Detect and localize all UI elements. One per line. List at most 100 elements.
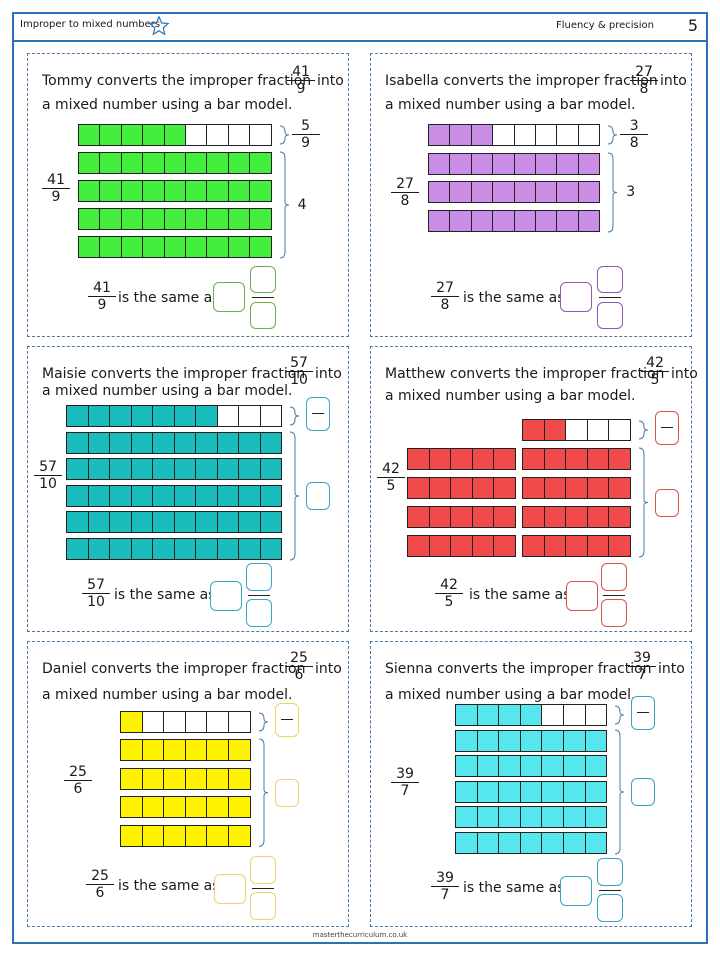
whole-count-answer-box[interactable] <box>306 481 330 510</box>
whole-bar <box>522 506 631 528</box>
bar-cell <box>522 448 545 470</box>
bar-cell <box>249 236 272 258</box>
bar-cell <box>184 124 208 146</box>
bar-cell <box>238 484 261 507</box>
bar-cell <box>450 448 473 470</box>
whole-number-answer-box[interactable] <box>213 282 245 312</box>
bar-cell <box>543 535 567 557</box>
whole-number-answer-box[interactable] <box>560 282 592 312</box>
bar-total-fraction-denominator: 5 <box>377 477 405 494</box>
question-fraction-denominator: 5 <box>641 371 669 388</box>
whole-count-answer-box[interactable] <box>274 779 299 807</box>
bar-cell <box>195 431 218 454</box>
bar-cell <box>130 537 153 560</box>
denominator-answer-box[interactable] <box>246 599 272 627</box>
bar-cell <box>541 729 564 752</box>
converts-text: converts the improper fraction <box>437 661 652 677</box>
bar-cell <box>449 124 472 146</box>
numerator-answer-box[interactable] <box>250 856 276 884</box>
bar-cell <box>428 209 451 232</box>
whole-number-answer-box[interactable] <box>214 874 246 904</box>
bar-cell <box>206 739 229 762</box>
bar-cell <box>565 535 588 557</box>
whole-count-answer-box[interactable] <box>655 488 679 517</box>
bar-cell <box>216 431 239 454</box>
whole-number-answer-box[interactable] <box>560 876 592 906</box>
whole-number-answer-box[interactable] <box>210 581 242 611</box>
bar-cell <box>238 458 261 480</box>
denominator-answer-box[interactable] <box>597 302 623 329</box>
part-fraction-answer-box[interactable] <box>631 696 656 730</box>
denominator-answer-box[interactable] <box>597 894 623 922</box>
denominator-answer-box[interactable] <box>601 599 627 627</box>
bar-cell <box>519 831 543 854</box>
whole-brace <box>289 431 300 560</box>
bar-cell <box>173 431 196 454</box>
bar-cell <box>173 484 196 507</box>
whole-bar <box>78 180 272 202</box>
bar-cell <box>152 511 175 533</box>
answer-fraction-numerator: 57 <box>87 577 105 593</box>
denominator-answer-box[interactable] <box>250 892 276 920</box>
bar-cell <box>541 755 564 777</box>
bar-cell <box>522 535 545 557</box>
bar-cell <box>541 806 564 828</box>
whole-count-answer-box[interactable] <box>631 777 656 806</box>
bar-cell <box>66 537 89 560</box>
bar-cell <box>206 711 229 733</box>
bar-cell <box>534 152 558 175</box>
worksheet-subtitle: Fluency & precision <box>555 20 654 31</box>
answer-fraction-numerator: 39 <box>436 870 454 886</box>
part-brace <box>258 712 268 732</box>
bar-cell <box>562 831 586 854</box>
bar-cell <box>498 780 521 803</box>
whole-number-answer-box[interactable] <box>566 581 598 611</box>
bar-cell <box>120 824 143 847</box>
bar-cell <box>493 477 516 499</box>
bar-cell <box>87 484 110 507</box>
bar-cell <box>259 405 282 427</box>
part-fraction-answer-box[interactable] <box>274 703 299 737</box>
numerator-answer-box[interactable] <box>597 266 623 293</box>
numerator-answer-box[interactable] <box>597 858 623 886</box>
bar-cell <box>216 484 239 507</box>
bar-cell <box>142 208 165 230</box>
whole-bar <box>120 767 251 790</box>
bar-cell <box>584 780 608 803</box>
bar-cell <box>216 511 239 533</box>
bar-cell <box>562 729 586 752</box>
bar-cell <box>586 477 610 499</box>
whole-bar <box>66 484 282 507</box>
numerator-answer-box[interactable] <box>246 563 272 591</box>
bar-cell <box>492 209 515 232</box>
bar-cell <box>541 704 564 726</box>
answer-fraction-line <box>599 297 621 298</box>
whole-bar <box>428 181 601 203</box>
part-fraction-answer-box[interactable] <box>655 411 679 445</box>
question-line-2: a mixed number using a bar model. <box>42 687 293 703</box>
part-fraction-answer-box[interactable] <box>306 397 330 431</box>
bar-cell <box>109 405 132 427</box>
whole-bar <box>428 209 601 232</box>
bar-cell <box>120 236 144 258</box>
bar-cell <box>470 124 494 146</box>
denominator-answer-box[interactable] <box>250 302 276 329</box>
bar-cell <box>78 236 101 258</box>
bar-cell <box>519 755 543 777</box>
bar-cell <box>173 511 196 533</box>
whole-bar <box>78 208 272 230</box>
numerator-answer-box[interactable] <box>601 563 627 591</box>
page-frame: Improper to mixed numbers Fluency & prec… <box>12 12 708 944</box>
bar-total-fraction-numerator: 42 <box>382 461 400 477</box>
numerator-answer-box[interactable] <box>250 266 276 293</box>
child-name: Matthew <box>385 366 446 382</box>
bar-cell <box>407 448 430 470</box>
whole-bar <box>66 431 282 454</box>
bar-cell <box>522 506 545 528</box>
bar-cell <box>206 180 229 202</box>
